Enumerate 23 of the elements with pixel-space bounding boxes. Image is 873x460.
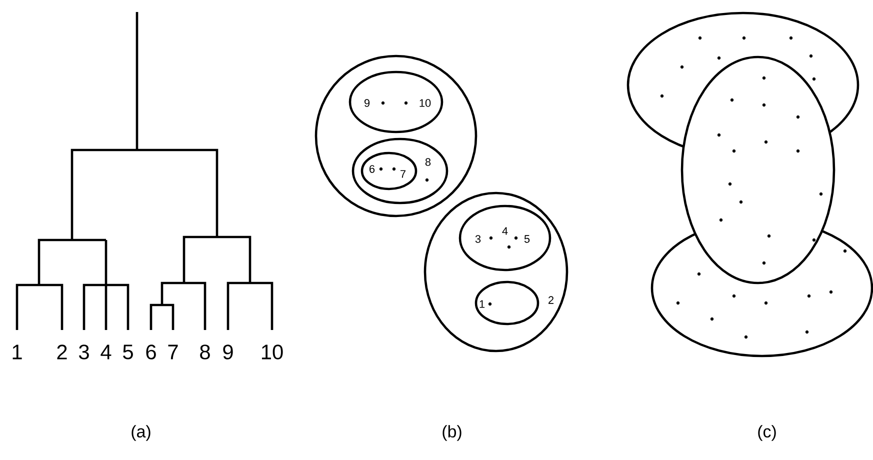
panel-label: (c): [758, 425, 776, 441]
point-label: 6: [370, 165, 375, 173]
point-label: 8: [425, 158, 431, 166]
point-label: 5: [524, 235, 530, 243]
leaf-number: 4: [100, 344, 112, 360]
point-label: 4: [502, 227, 508, 235]
leaf-number: 8: [200, 344, 210, 360]
leaf-number: 5: [123, 344, 133, 360]
leaf-number: 1: [12, 344, 22, 360]
point-label: 3: [475, 235, 481, 243]
panel-label: (b): [442, 425, 462, 441]
point-label: 7: [400, 170, 406, 178]
leaf-number: 6: [146, 344, 156, 360]
point-label: 2: [548, 296, 554, 304]
leaf-number: 3: [79, 344, 89, 360]
point-label: 1: [480, 300, 485, 308]
point-label: 9: [364, 99, 370, 107]
panel-label: (a): [132, 425, 150, 441]
point-label: 10: [420, 99, 431, 107]
leaf-number: 10: [262, 344, 283, 360]
leaf-number: 7: [168, 344, 178, 360]
leaf-number: 9: [223, 344, 233, 360]
leaf-number: 2: [57, 344, 67, 360]
